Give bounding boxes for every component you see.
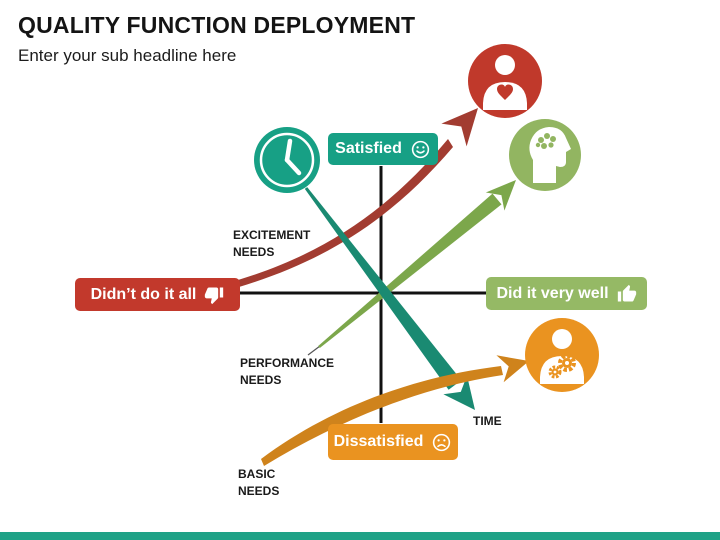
page-title: QUALITY FUNCTION DEPLOYMENT xyxy=(18,12,416,38)
thumbs-down-icon xyxy=(205,287,224,304)
customer-heart-icon xyxy=(468,44,542,118)
performance-needs-arrow xyxy=(318,180,516,348)
dissatisfied-text: Dissatisfied xyxy=(333,433,424,450)
brain-head-icon xyxy=(509,119,581,191)
worker-gears-icon xyxy=(525,318,599,392)
basic-needs-curve xyxy=(261,355,529,466)
performance-needs-label: PERFORMANCE NEEDS xyxy=(240,356,335,387)
label-dissatisfied: Dissatisfied xyxy=(328,424,458,460)
label-didnt-do-it-all: Didn’t do it all xyxy=(75,278,240,311)
did-it-very-well-text: Did it very well xyxy=(496,284,609,302)
performance-pointer-line xyxy=(307,345,321,356)
thumbs-up-icon xyxy=(617,284,636,301)
didnt-do-it-all-text: Didn’t do it all xyxy=(90,285,197,303)
footer-accent-bar xyxy=(0,532,720,540)
excitement-needs-label: EXCITEMENT NEEDS xyxy=(233,228,311,259)
page-subtitle: Enter your sub headline here xyxy=(18,46,237,65)
smiley-face-icon xyxy=(411,140,430,158)
satisfied-text: Satisfied xyxy=(335,140,402,157)
excitement-needs-curve xyxy=(238,108,478,287)
sad-face-icon xyxy=(433,433,451,451)
time-label: TIME xyxy=(473,414,502,428)
clock-icon xyxy=(254,127,320,193)
time-arrow xyxy=(304,187,475,410)
label-satisfied: Satisfied xyxy=(328,133,438,165)
label-did-it-very-well: Did it very well xyxy=(486,277,647,310)
basic-needs-label: BASIC NEEDS xyxy=(238,467,280,498)
